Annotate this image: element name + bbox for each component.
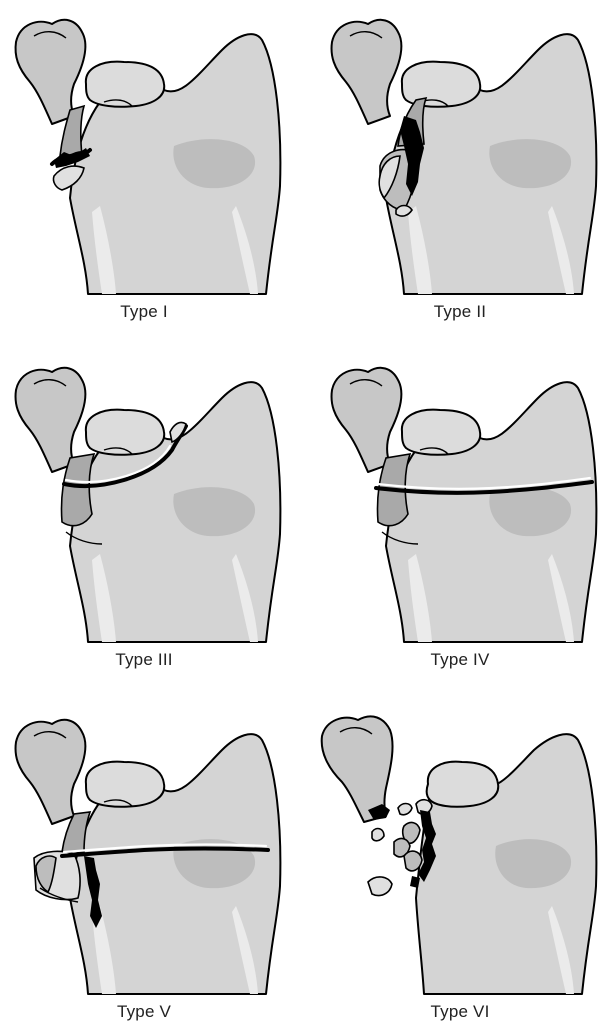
type-1-illustration bbox=[4, 6, 284, 296]
type-3-label: Type III bbox=[4, 650, 284, 670]
type-5-illustration bbox=[4, 706, 284, 996]
panel-type-6: Type VI bbox=[320, 706, 600, 1036]
type-6-illustration bbox=[320, 706, 600, 996]
type-6-label: Type VI bbox=[320, 1002, 600, 1022]
type-4-label: Type IV bbox=[320, 650, 600, 670]
panel-type-1: Type I bbox=[4, 6, 284, 336]
panel-type-3: Type III bbox=[4, 354, 284, 684]
type-4-illustration bbox=[320, 354, 600, 644]
panel-type-2: Type II bbox=[320, 6, 600, 336]
panel-type-4: Type IV bbox=[320, 354, 600, 684]
type-2-illustration bbox=[320, 6, 600, 296]
type-3-illustration bbox=[4, 354, 284, 644]
type-1-label: Type I bbox=[4, 302, 284, 322]
panel-type-5: Type V bbox=[4, 706, 284, 1036]
type-2-label: Type II bbox=[320, 302, 600, 322]
type-5-label: Type V bbox=[4, 1002, 284, 1022]
